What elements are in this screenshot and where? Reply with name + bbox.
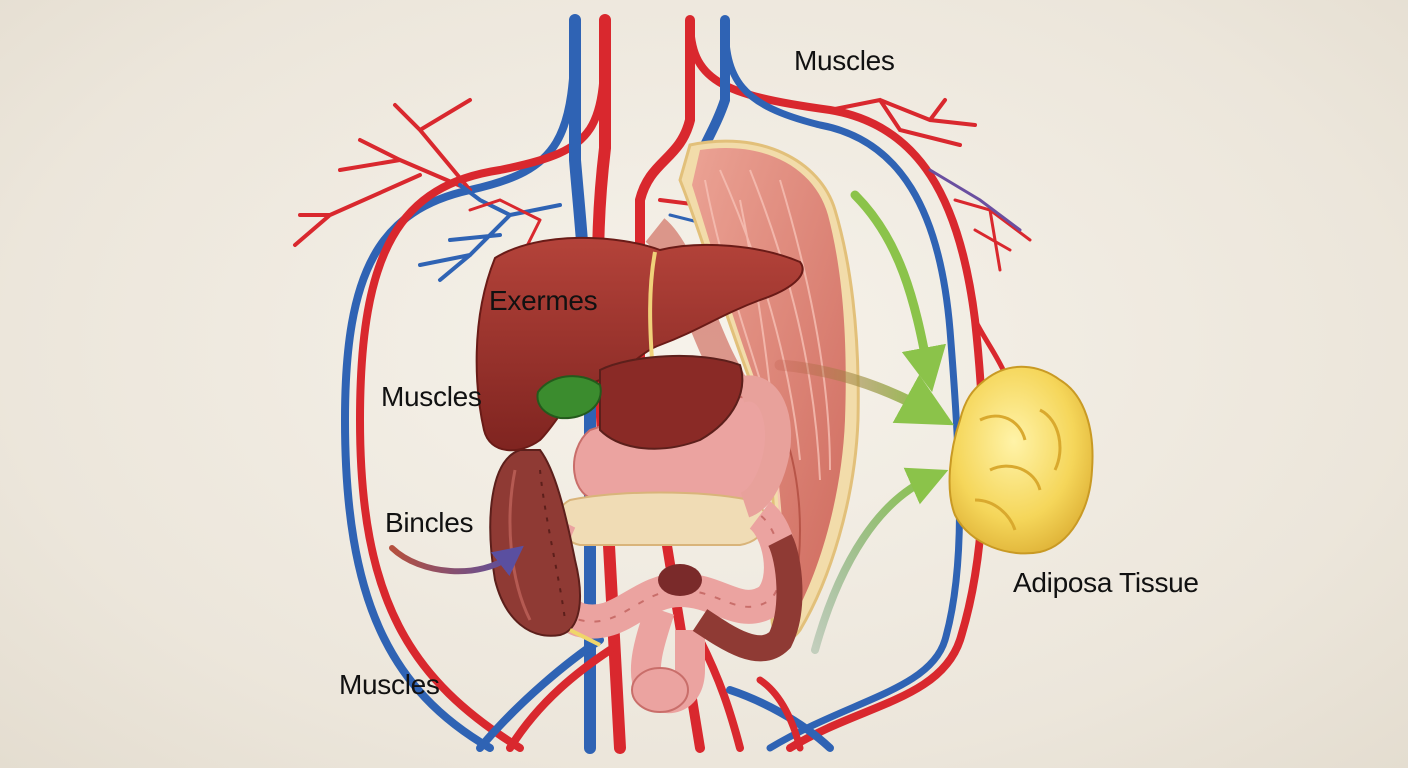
flow-arrows xyxy=(389,190,955,654)
adipose-tissue xyxy=(948,365,1094,555)
label-muscles-left: Muscles xyxy=(381,381,482,412)
lower-vessel-c xyxy=(696,636,744,752)
colon xyxy=(489,449,803,662)
label-muscles-bottom: Muscles xyxy=(339,669,440,700)
arrow-gut-to-fat xyxy=(811,467,949,654)
arrow-liver-to-fat xyxy=(774,359,955,426)
label-exermes: Exermes xyxy=(489,285,598,316)
liver xyxy=(475,236,804,452)
right-vein-loop xyxy=(721,16,963,752)
lower-vessel-d xyxy=(726,686,834,752)
label-bincles: Bincles xyxy=(385,507,474,538)
lower-vessel-a xyxy=(476,636,604,752)
arrow-muscle-to-fat xyxy=(850,190,947,393)
right-aorta xyxy=(635,15,705,753)
gallbladder xyxy=(536,375,602,420)
label-adipose-tissue: Adiposa Tissue xyxy=(1013,567,1199,598)
label-muscles-top: Muscles xyxy=(794,45,895,76)
lower-vessel-e xyxy=(756,676,804,752)
lower-vessel-b xyxy=(506,646,614,752)
arrow-bincles xyxy=(389,545,524,577)
left-vein-loop xyxy=(340,16,579,752)
left-artery-loop xyxy=(355,16,609,752)
